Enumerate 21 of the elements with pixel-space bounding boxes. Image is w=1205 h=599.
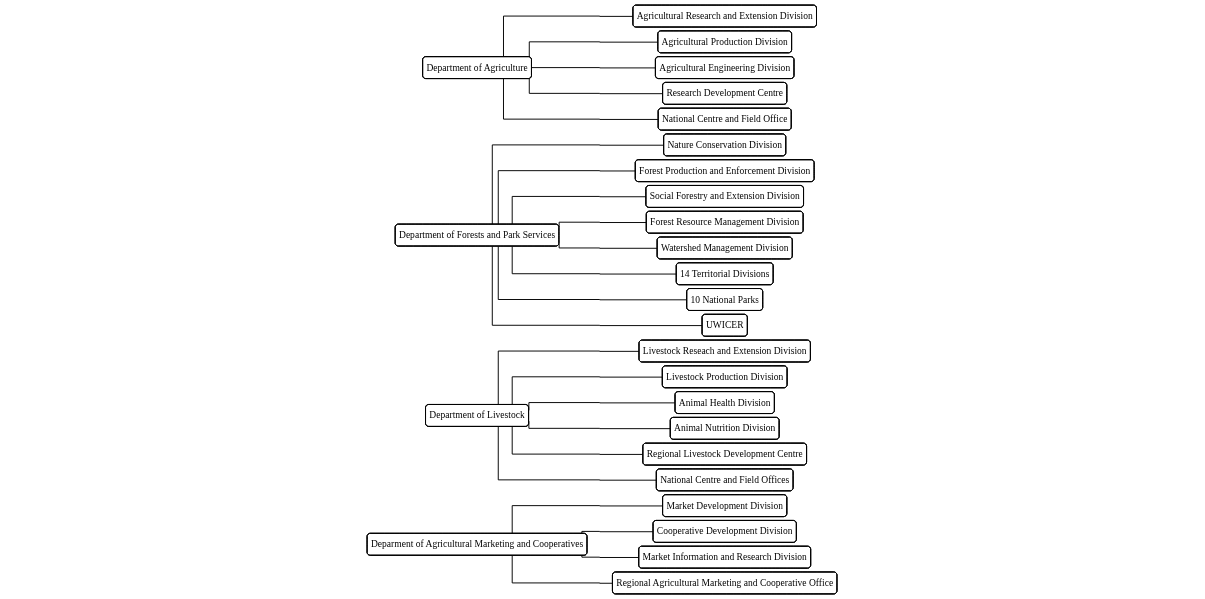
connector: [492, 144, 665, 225]
connector: [492, 245, 704, 327]
connector: [529, 78, 664, 95]
connector: [581, 530, 655, 535]
connector: [529, 41, 660, 58]
connector: [498, 350, 641, 406]
connector: [512, 505, 664, 535]
connector: [503, 15, 635, 58]
connector: [559, 221, 648, 228]
connector: [512, 245, 678, 275]
connector: [498, 245, 688, 301]
connector: [581, 555, 640, 558]
connector: [531, 67, 657, 69]
connector: [503, 78, 660, 120]
connector: [498, 170, 637, 225]
connector: [512, 376, 664, 406]
connector: [498, 426, 658, 481]
connector: [512, 195, 648, 225]
connector: [512, 426, 645, 455]
connector: [559, 243, 659, 249]
connector: [512, 555, 614, 584]
